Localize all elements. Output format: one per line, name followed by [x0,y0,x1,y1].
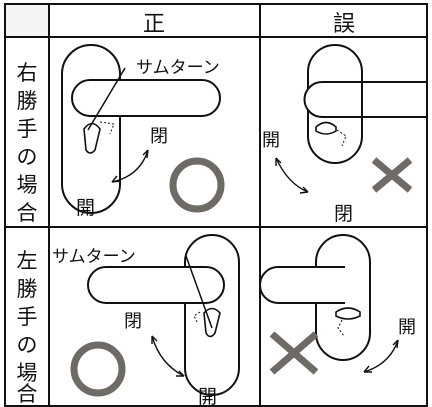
swing-arrow [151,335,185,377]
row-label-char: 手 [17,305,38,329]
table-border [4,3,428,407]
close-label: 閉 [334,203,353,225]
corner-cell [6,5,48,36]
right-hand-wrong-diagram: 開 閉 [262,44,427,225]
row-label-char: の [17,333,38,357]
row-label-char: の [17,145,38,169]
close-label: 閉 [150,126,168,147]
lever-handle [87,266,225,304]
thumb-turn [83,122,101,154]
row-label-char: 場 [17,173,38,197]
thumb-turn [315,121,337,135]
thumb-turn-rotation-dashes [337,319,345,337]
lever-handle [303,81,427,118]
left-hand-wrong-diagram: 開 [259,234,416,375]
correct-circle-mark [169,157,225,213]
lever-handle [71,79,221,117]
thumb-turn [335,307,361,320]
right-hand-correct-diagram: サムターン 閉 開 [61,44,225,219]
row-label-char: 手 [17,117,38,141]
callout-leader [185,255,213,329]
swing-arrowheads [363,339,399,373]
left-hand-correct-diagram: サムターン 閉 開 [52,234,240,407]
row-label-char: 左 [17,249,38,273]
open-label: 開 [398,317,416,338]
row-label-char: 合 [17,201,38,225]
header-wrong: 誤 [333,12,355,37]
open-label: 開 [262,130,280,151]
wrong-cross-mark [269,331,319,375]
row-label-char: 勝 [17,89,38,113]
thumb-turn-rotation-dashes [336,129,347,147]
row-label-char: 合 [17,382,38,406]
callout-leader [87,67,126,131]
wrong-cross-mark [371,157,413,193]
thumb-turn-callout: サムターン [52,247,136,267]
correct-circle-mark [70,341,126,397]
thumb-turn-rotation-dashes [99,121,115,135]
swing-arrow [275,157,309,193]
row-label-char: 右 [17,61,38,85]
thumb-turn-rotation-dashes [193,311,201,325]
swing-arrow [363,339,399,373]
row-label-char: 場 [17,361,38,385]
row-label-char: 勝 [17,277,38,301]
swing-arrowheads [151,335,185,377]
swing-arrowheads [275,157,309,194]
swing-arrowheads [111,149,149,183]
row-label-left-hand: 左 勝 手 の 場 合 [17,249,38,406]
header-correct: 正 [143,12,165,37]
row-label-right-hand: 右 勝 手 の 場 合 [17,61,38,225]
lever-handle [259,266,345,304]
open-label: 開 [76,197,95,219]
table-grid [4,3,428,407]
thumb-turn-callout: サムターン [136,58,220,78]
close-label: 閉 [124,311,142,332]
open-label: 開 [198,386,217,407]
